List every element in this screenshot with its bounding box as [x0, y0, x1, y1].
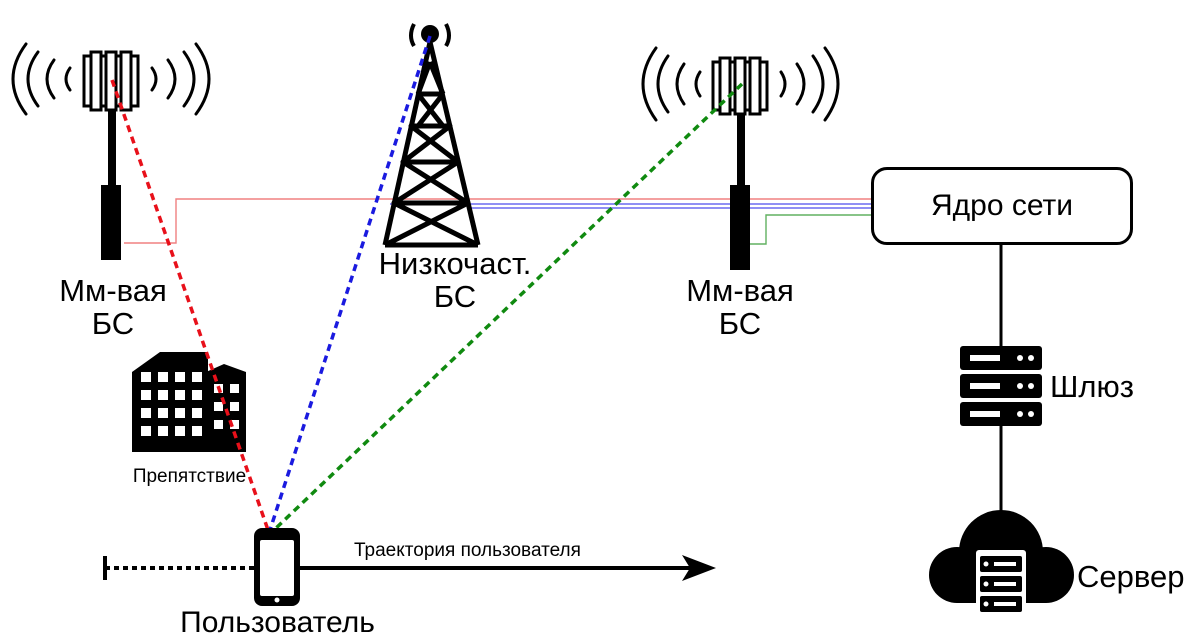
gateway-label: Шлюз	[1050, 369, 1134, 404]
building-icon	[132, 352, 246, 452]
cloud-server-icon	[929, 510, 1074, 616]
trajectory-label: Траектория пользователя	[354, 540, 581, 561]
obstacle-label: Препятствие	[132, 466, 247, 487]
mmwave-left-link	[110, 79, 270, 531]
backhaul-green	[732, 214, 872, 245]
trajectory	[103, 555, 716, 581]
mmwave-antenna-icon	[11, 42, 211, 260]
lowfreq-link	[268, 35, 432, 531]
mmwave-right-label: Мм-вая БС	[686, 273, 794, 341]
smartphone-icon	[254, 528, 300, 606]
user-label: Пользователь	[180, 606, 375, 639]
core-network-label: Ядро сети	[930, 189, 1074, 222]
mmwave-antenna-icon	[641, 46, 840, 270]
radio-links	[110, 35, 744, 532]
backhaul-links	[124, 198, 872, 245]
core-network-box: Ядро сети	[871, 167, 1133, 245]
mmwave-left-label: Мм-вая БС	[59, 273, 167, 341]
server-rack-icon	[960, 346, 1042, 426]
server-label: Сервер	[1077, 559, 1185, 594]
cell-tower-icon	[382, 23, 481, 248]
lowfreq-label: Низкочаст. БС	[378, 246, 532, 314]
backhaul-red	[124, 198, 872, 244]
trajectory-arrowhead	[682, 555, 716, 581]
